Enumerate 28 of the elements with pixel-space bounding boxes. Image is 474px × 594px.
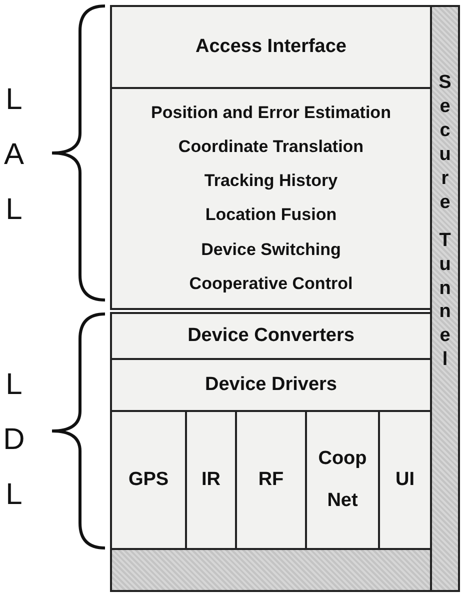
- module-box: [305, 410, 380, 550]
- layer-box: [110, 87, 432, 310]
- layer-name: Device Drivers: [204, 374, 338, 396]
- module-box: [185, 410, 237, 550]
- layer-name: Coordinate Translation: [177, 136, 365, 158]
- module-box: [110, 410, 187, 550]
- layer-name: Position and Error Estimation: [150, 102, 392, 124]
- layer-name: Device Converters: [186, 324, 356, 348]
- layer-name: Location Fusion: [204, 205, 338, 226]
- layer-name: Cooperative Control: [188, 274, 354, 294]
- layer-name: Coop Net: [317, 447, 368, 513]
- layer-label: LAL: [2, 82, 25, 228]
- vertical-label: Secure Tunnel: [438, 71, 452, 372]
- layer-name: RF: [257, 468, 285, 492]
- module-box: [378, 410, 432, 550]
- layer-name: UI: [394, 468, 416, 492]
- layer-box: [110, 358, 432, 412]
- layer-name: Access Interface: [194, 36, 348, 58]
- layer-label: LDL: [2, 367, 26, 513]
- vertical-bar: [430, 5, 460, 592]
- layer-name: IR: [200, 468, 222, 492]
- layer-name: GPS: [127, 468, 170, 492]
- layer-box: [110, 312, 432, 360]
- layer-name: Tracking History: [203, 171, 339, 192]
- layer-box: [110, 5, 432, 89]
- layer-name: Device Switching: [200, 240, 342, 260]
- base-bar: [110, 548, 432, 592]
- module-box: [235, 410, 307, 550]
